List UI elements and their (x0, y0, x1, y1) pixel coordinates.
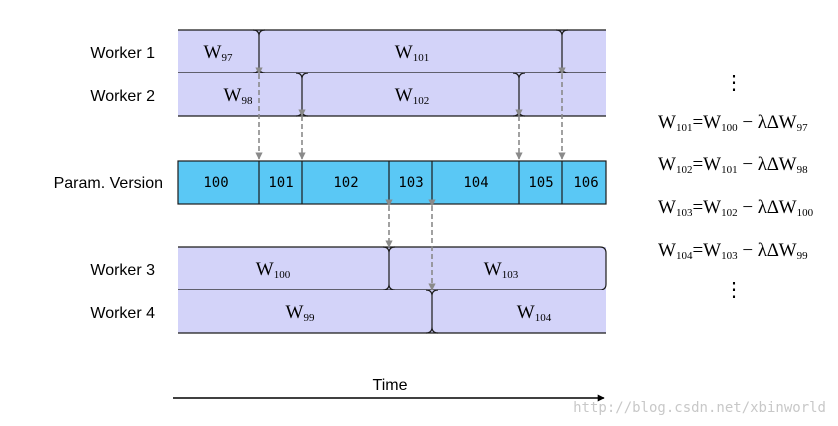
worker4-weight-b: W104 (517, 302, 552, 324)
worker4-weight-a: W99 (286, 302, 315, 324)
ellipsis-top: ⋮ (724, 72, 744, 94)
equation-1: W101=W100 − λ∆W97 (658, 112, 808, 134)
time-axis: Time (173, 377, 605, 402)
watermark: http://blog.csdn.net/xbinworld (573, 400, 826, 416)
time-label: Time (373, 377, 408, 394)
equation-3: W103=W102 − λ∆W100 (658, 197, 814, 219)
sync-arrows (255, 67, 566, 291)
equation-2: W102=W101 − λ∆W98 (658, 154, 808, 176)
param-version-label: Param. Version (54, 175, 163, 192)
worker1-weight-b: W101 (395, 42, 429, 64)
version-cell-102: 102 (333, 175, 358, 191)
version-cell-101: 101 (268, 175, 293, 191)
worker2-weight-b: W102 (395, 85, 429, 107)
worker3-lane: W100 W103 (178, 246, 607, 291)
worker3-weight-b: W103 (484, 259, 519, 281)
ellipsis-bottom: ⋮ (724, 279, 744, 301)
worker1-lane: W97 W101 (178, 29, 606, 74)
version-cell-104: 104 (463, 175, 488, 191)
worker3-label: Worker 3 (90, 262, 155, 279)
param-version-strip: 100 101 102 103 104 105 106 (177, 160, 607, 205)
equation-4: W104=W103 − λ∆W99 (658, 240, 808, 262)
version-cell-103: 103 (398, 175, 423, 191)
version-cell-106: 106 (573, 175, 598, 191)
version-cell-100: 100 (203, 175, 228, 191)
worker4-lane: W99 W104 (178, 289, 606, 334)
worker3-weight-a: W100 (256, 259, 291, 281)
update-equations: ⋮ W101=W100 − λ∆W97 W102=W101 − λ∆W98 W1… (658, 72, 814, 301)
worker1-label: Worker 1 (90, 45, 155, 62)
worker4-label: Worker 4 (90, 305, 155, 322)
version-cell-105: 105 (528, 175, 553, 191)
worker2-lane: W98 W102 (178, 72, 606, 117)
worker1-weight-a: W97 (204, 42, 233, 64)
worker2-weight-a: W98 (224, 85, 253, 107)
worker2-label: Worker 2 (90, 88, 155, 105)
